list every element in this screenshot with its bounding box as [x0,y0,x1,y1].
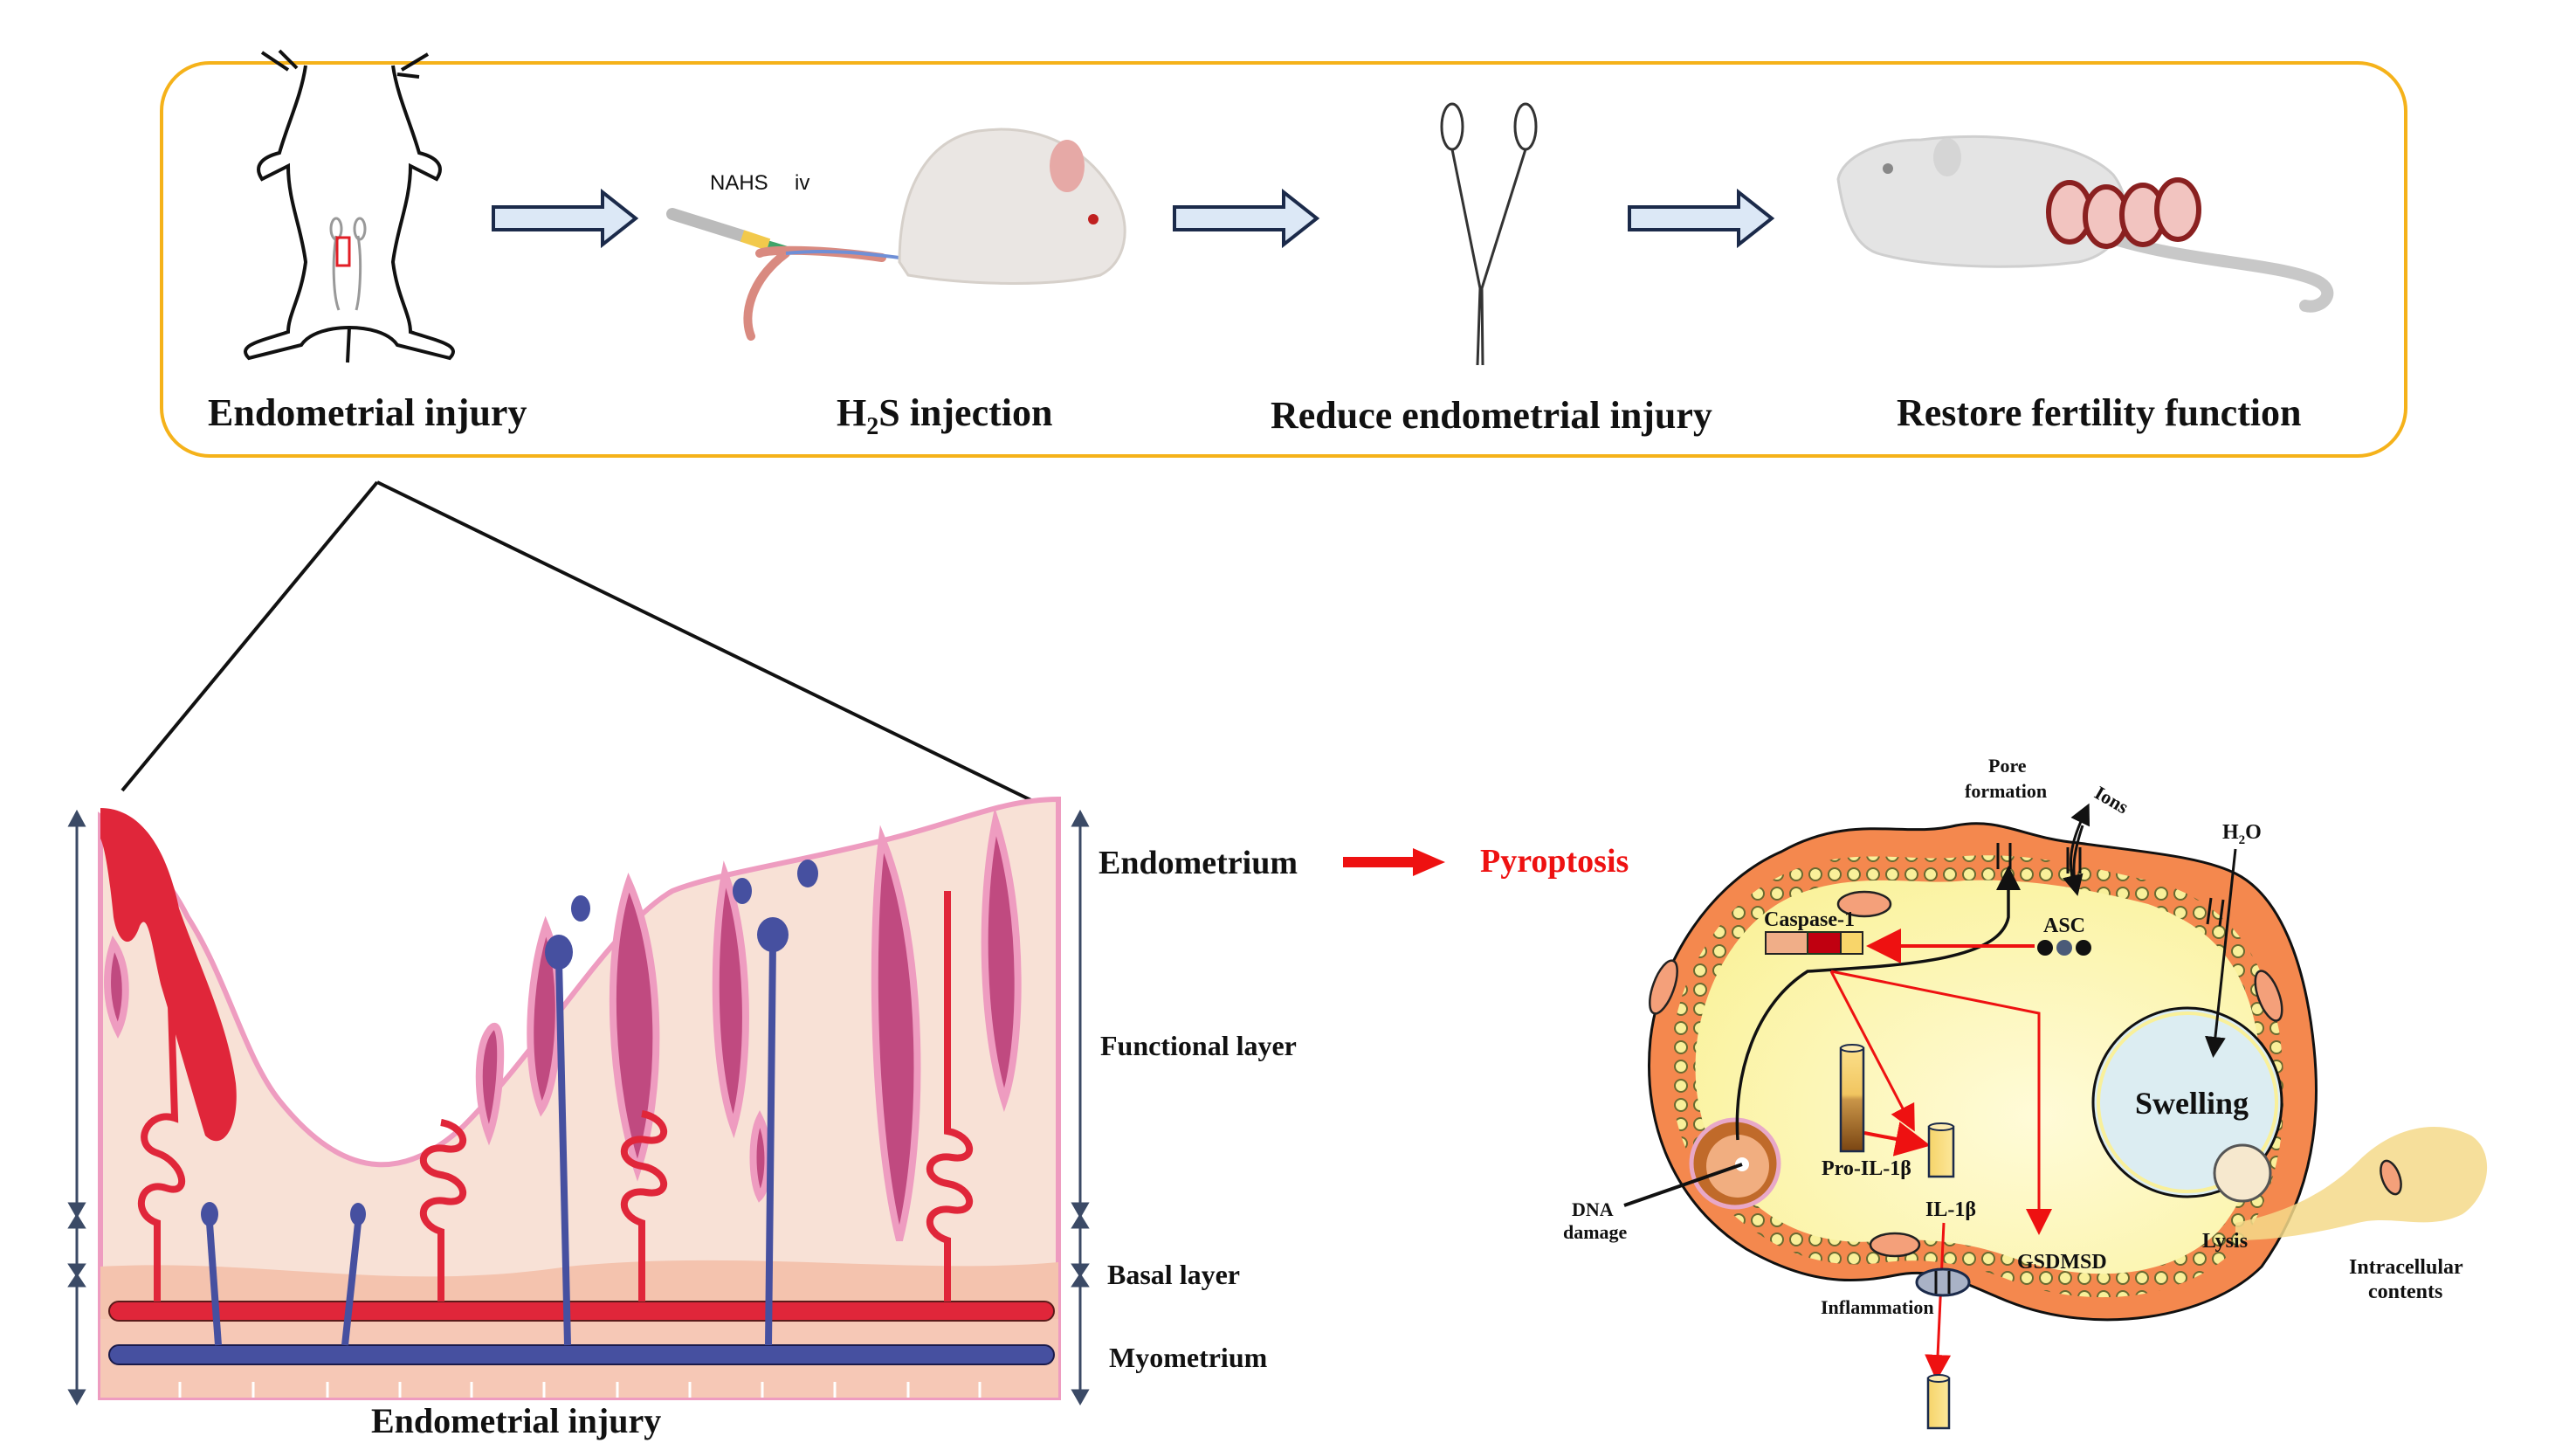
caspase-segment-1 [1765,931,1808,955]
mouse-illustration [743,128,1126,341]
label-inflammation: Inflammation [1821,1296,1934,1318]
label-functional-layer: Functional layer [1100,1030,1297,1061]
caspase-segment-2 [1807,931,1842,955]
pyroptosis-link-arrow [1343,848,1445,876]
label-gsdmsd: GSDMSD [2017,1251,2107,1274]
caspase-to-gsdmsd-arrow [1830,970,2052,1235]
step-arrow-2 [1173,188,1320,249]
h2s-suffix: S injection [878,391,1052,434]
label-lysis: Lysis [2202,1230,2248,1253]
label-formation: formation [1965,780,2047,802]
h2s-subscript: 2 [866,413,878,440]
workflow-panel: NAHS iv Endometrial injury H2S injection… [160,49,2407,458]
label-myometrium: Myometrium [1109,1342,1268,1373]
pore-activation-arrow [1735,866,2021,1141]
pregnant-mouse-illustration [1836,135,2334,313]
label-pore: Pore [1988,755,2027,777]
label-ions: Ions [2091,782,2133,818]
label-h2o: H2O [2222,821,2262,847]
dna-damage-pointer [1623,1163,1743,1207]
lysis-bulb [2213,1143,2272,1203]
scale-arrows-right [1071,809,1090,1406]
injury-site-marker [335,236,351,267]
cytoplasm [1695,880,2262,1274]
endometrium-cross-section: Endometrium Functional layer Basal layer… [67,796,1298,1440]
h2o-prefix: H [2222,821,2239,844]
step-arrow-3 [1628,188,1775,249]
magnification-lines [121,480,1043,807]
veins-vertical [206,942,776,1346]
mouse-supine-illustration [244,49,455,363]
step-label-h2s: H2S injection [837,391,1052,440]
nucleus-dna-damage [1689,1117,1781,1210]
mitochondria [1649,890,2402,1258]
step-arrow-1 [492,188,639,249]
functional-layer [98,796,1061,1400]
gsdmd-pore [1915,1267,1971,1297]
myometrium-ticks [178,1382,981,1398]
caspase-1-complex [1765,931,1863,955]
step-label-reduce: Reduce endometrial injury [1271,394,1712,437]
step-label-injury: Endometrial injury [208,391,527,434]
label-dna: DNA [1572,1198,1614,1220]
asc-dots [2037,940,2091,956]
ions-arrow-in [2063,825,2084,896]
pyroptotic-cell: Swelling Lysis Intracellular contents DN… [1563,755,2488,1430]
label-caspase-1: Caspase-1 [1764,908,1855,931]
forceps-icon [1440,102,1538,366]
h2s-prefix: H [837,391,866,434]
label-il-1b: IL-1β [1925,1198,1976,1221]
blood-clot [100,808,237,1142]
released-il-1b-cylinder [1926,1374,1951,1430]
vein-bulbs [201,860,818,1226]
h2o-subscript: 2 [2239,833,2246,847]
label-pro-il-1b: Pro-IL-1β [1822,1157,1911,1180]
panel-caption-endometrial-injury: Endometrial injury [371,1401,661,1440]
pro-il-to-il-arrow [1863,1122,1931,1157]
label-intracellular-line2: contents [2368,1281,2442,1303]
h2o-suffix: O [2245,821,2262,844]
label-pyroptosis: Pyroptosis [1480,843,1629,880]
workflow-border [160,61,2407,458]
step-label-restore: Restore fertility function [1897,391,2302,434]
h2o-arrow [2204,848,2237,1058]
caspase-to-il-arrow [1829,970,1915,1132]
embryos [2046,177,2201,249]
label-intracellular-line1: Intracellular [2349,1256,2463,1279]
label-swelling: Swelling [2135,1086,2249,1121]
uterine-glands [104,819,1022,1241]
il-1b-cylinder [1927,1122,1955,1178]
intracellular-contents [2235,1127,2488,1240]
spiral-arteries [138,891,973,1302]
vein-horizontal [108,1344,1055,1365]
label-endometrium: Endometrium [1099,845,1298,881]
pore-channels [1996,843,2225,927]
label-asc: ASC [2043,915,2085,937]
route-label: iv [795,171,809,195]
label-basal-layer: Basal layer [1107,1259,1240,1290]
drug-label: NAHS [710,171,768,195]
il-release-arrow [1925,1222,1952,1381]
artery-horizontal [108,1301,1055,1322]
pro-il-1b-cylinder [1839,1044,1865,1153]
caspase-segment-3 [1840,931,1863,955]
label-damage: damage [1563,1221,1628,1243]
scale-arrows-left [67,809,86,1406]
